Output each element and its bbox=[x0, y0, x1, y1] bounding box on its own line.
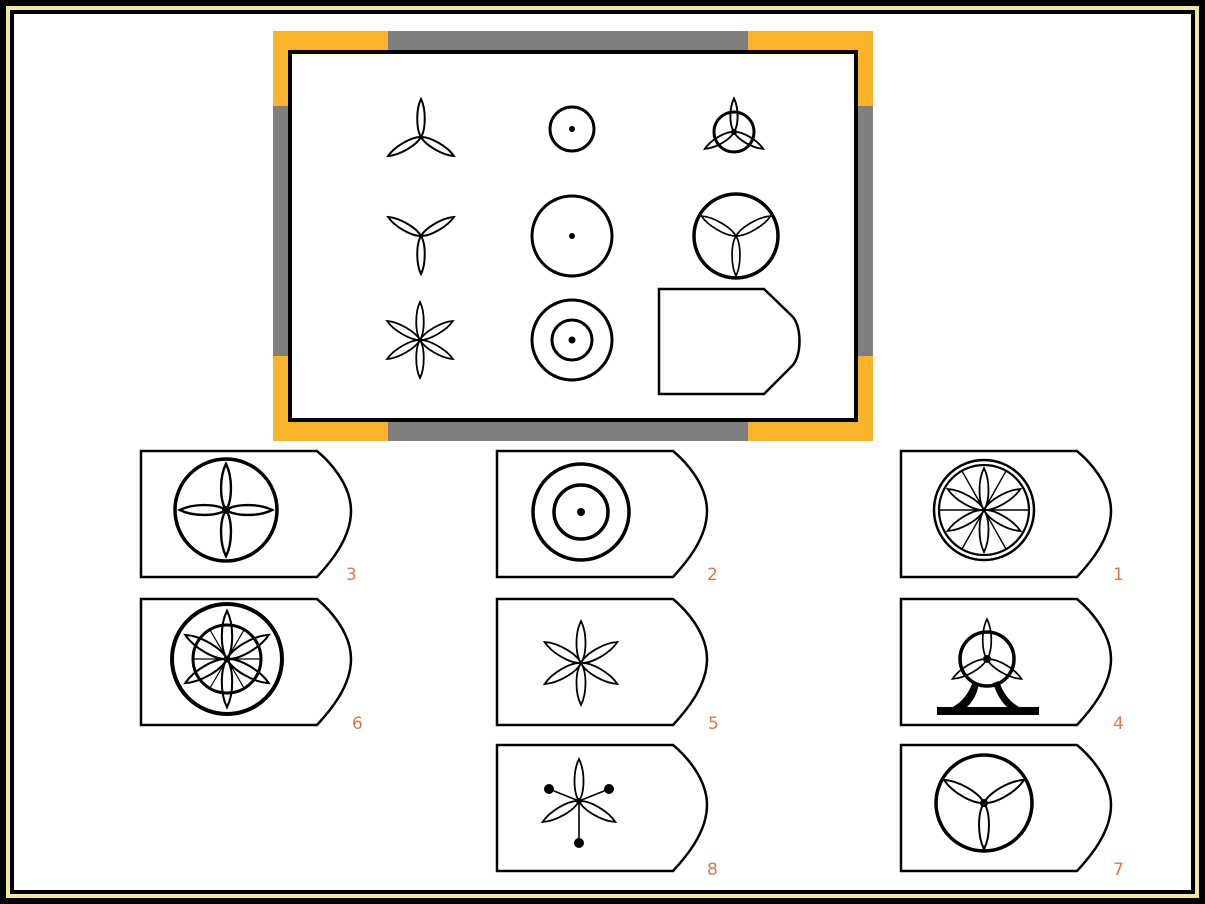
option-2-number: 2 bbox=[707, 565, 718, 585]
option-4-number: 4 bbox=[1113, 714, 1124, 734]
board-corner-top-left bbox=[273, 31, 388, 50]
matrix-board bbox=[273, 31, 873, 441]
option-6[interactable]: 6 bbox=[139, 597, 369, 737]
option-2[interactable]: 2 bbox=[495, 449, 725, 589]
matrix-cell-r3c2 bbox=[532, 300, 612, 380]
option-1-number: 1 bbox=[1113, 565, 1124, 585]
matrix-cell-r3c3-answer-slot bbox=[659, 289, 800, 394]
option-7[interactable]: 7 bbox=[899, 743, 1129, 883]
option-1-figure bbox=[899, 449, 1129, 589]
option-4[interactable]: 4 bbox=[899, 597, 1129, 737]
matrix-cell-r1c3 bbox=[703, 98, 765, 152]
option-8[interactable]: 8 bbox=[495, 743, 725, 883]
option-2-figure bbox=[495, 449, 725, 589]
option-5-figure bbox=[495, 597, 725, 737]
board-corner-top-right bbox=[748, 31, 873, 50]
option-6-number: 6 bbox=[352, 714, 363, 734]
option-7-figure bbox=[899, 743, 1129, 883]
matrix-grid bbox=[292, 54, 854, 418]
board-corner-bottom-right bbox=[748, 422, 873, 441]
board-corner-bottom-left bbox=[273, 422, 388, 441]
option-3[interactable]: 3 bbox=[139, 449, 369, 589]
option-4-figure bbox=[899, 597, 1129, 737]
matrix-cell-r3c1 bbox=[385, 302, 455, 378]
option-8-figure bbox=[495, 743, 725, 883]
matrix-cell-r2c2 bbox=[532, 196, 612, 276]
matrix-cell-r2c1 bbox=[386, 214, 456, 274]
option-3-number: 3 bbox=[346, 565, 357, 585]
option-6-figure bbox=[139, 597, 369, 737]
option-5[interactable]: 5 bbox=[495, 597, 725, 737]
option-8-number: 8 bbox=[707, 860, 718, 880]
matrix-cell-r1c1 bbox=[386, 99, 456, 159]
option-5-number: 5 bbox=[708, 714, 719, 734]
matrix-cell-r2c3 bbox=[694, 194, 778, 278]
matrix-cell-r1c2 bbox=[550, 107, 594, 151]
option-1[interactable]: 1 bbox=[899, 449, 1129, 589]
option-7-number: 7 bbox=[1113, 860, 1124, 880]
option-3-figure bbox=[139, 449, 369, 589]
